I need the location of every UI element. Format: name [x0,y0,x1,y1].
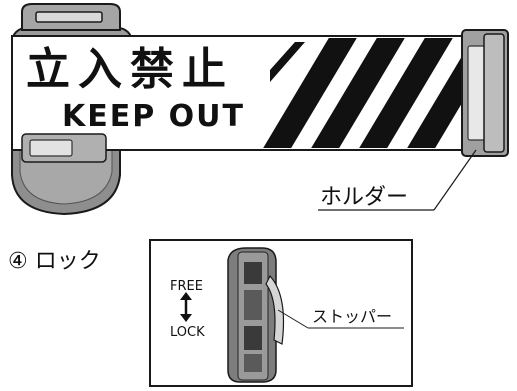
keep-out-tape: 立入禁止 KEEP OUT [11,35,477,151]
holder-leader-line [433,149,477,211]
housing-side-view [227,247,285,383]
up-down-arrow-icon [180,292,192,322]
holder-end [461,29,509,157]
lock-label: LOCK [170,325,205,340]
stopper-leader-line [277,309,309,329]
step-label: ④ ロック [8,249,101,274]
housing-clip [21,133,107,163]
free-label: FREE [170,279,203,294]
lock-inset: FREE LOCK ストッパー [149,239,413,387]
stopper-label: ストッパー [312,307,392,326]
banner-kanji: 立入禁止 [26,44,234,95]
holder-label: ホルダー [320,185,408,210]
banner-english: KEEP OUT [62,99,245,134]
warning-stripes [263,38,474,148]
